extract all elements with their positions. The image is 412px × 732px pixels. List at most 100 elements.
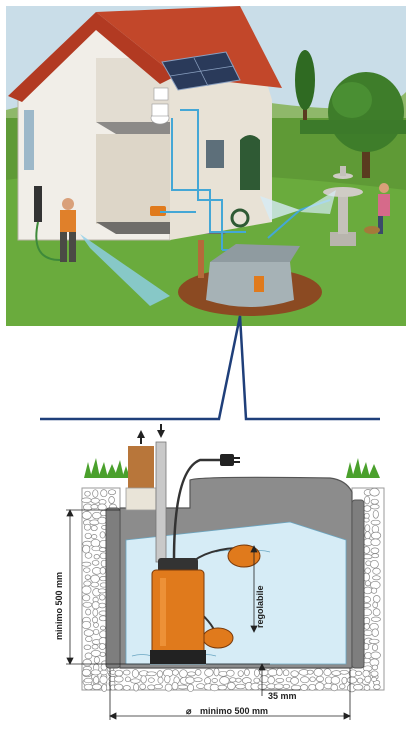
- tank-cross-section: regolabile minimo 500 mm 35 mm ⌀ minim: [54, 424, 385, 720]
- gravel-pebble: [82, 544, 91, 554]
- gravel-pebble: [371, 628, 379, 637]
- gravel-pebble: [98, 643, 106, 650]
- gravel-pebble: [187, 683, 195, 693]
- gravel-pebble: [84, 490, 91, 497]
- gravel-pebble: [372, 509, 379, 519]
- gravel-pebble: [99, 669, 108, 676]
- gravel-pebble: [81, 511, 92, 520]
- gravel-pebble: [114, 683, 124, 691]
- gravel-pebble: [253, 677, 260, 684]
- gravel-pebble: [93, 554, 100, 560]
- gravel-pebble: [330, 676, 341, 685]
- gravel-pebble: [218, 670, 228, 677]
- gravel-pebble: [107, 489, 117, 496]
- gravel-pebble: [82, 594, 91, 602]
- gravel-pebble: [237, 670, 244, 677]
- gravel-pebble: [99, 531, 106, 539]
- gravel-pebble: [140, 675, 147, 684]
- gardener-figure: [60, 198, 76, 262]
- water-spray: [80, 234, 170, 306]
- gravel-pebble: [92, 511, 102, 520]
- gravel-pebble: [372, 601, 379, 609]
- gravel-pebble: [83, 580, 92, 587]
- arrow-down-icon: [157, 424, 165, 438]
- gravel-pebble: [81, 585, 92, 595]
- gravel-pebble: [331, 670, 342, 676]
- gravel-pebble: [84, 574, 91, 580]
- gravel-pebble: [122, 685, 131, 691]
- gravel-pebble: [99, 567, 106, 575]
- pump-icon: [150, 206, 166, 216]
- gravel-pebble: [83, 567, 91, 573]
- gravel-pebble: [235, 677, 242, 683]
- gravel-pebble: [370, 670, 379, 677]
- gravel-pebble: [290, 677, 299, 685]
- gravel-pebble: [364, 675, 372, 683]
- gravel-pebble: [82, 658, 92, 667]
- gravel-pebble: [85, 608, 92, 616]
- gravel-pebble: [130, 678, 141, 684]
- gravel-pebble: [101, 683, 108, 692]
- grass-left: [84, 458, 130, 478]
- sprinkler-icon: [260, 196, 300, 220]
- gravel-pebble: [372, 575, 381, 581]
- gravel-pebble: [92, 628, 100, 636]
- gravel-pebble: [124, 676, 131, 683]
- gravel-pebble: [153, 683, 163, 690]
- clearance-dimension: [206, 663, 300, 696]
- gravel-pebble: [164, 674, 171, 684]
- gravel-pebble: [81, 668, 91, 677]
- woman-with-dog-figure: [364, 183, 390, 234]
- gravel-pebble: [114, 669, 124, 677]
- gravel-pebble: [273, 683, 284, 690]
- gravel-pebble: [368, 638, 380, 644]
- gravel-pebble: [363, 586, 373, 595]
- solar-panel-icon: [161, 51, 241, 91]
- gravel-pebble: [91, 559, 100, 566]
- gravel-pebble: [204, 677, 212, 685]
- gravel-pebble: [315, 675, 325, 683]
- gravel-pebble: [315, 682, 325, 691]
- gravel-pebble: [91, 683, 102, 690]
- adjustable-label: regolabile: [255, 585, 265, 628]
- gravel-pebble: [226, 682, 236, 690]
- gravel-pebble: [91, 545, 101, 552]
- gravel-pebble: [91, 534, 98, 540]
- gravel-pebble: [204, 668, 214, 677]
- gravel-pebble: [211, 678, 218, 683]
- gravel-pebble: [355, 670, 363, 676]
- gravel-pebble: [193, 677, 203, 683]
- gravel-pebble: [363, 629, 373, 636]
- power-cable: [172, 458, 220, 561]
- gravel-pebble: [108, 496, 115, 504]
- gravel-pebble: [372, 595, 381, 603]
- gravel-pebble: [364, 567, 371, 574]
- gravel-pebble: [217, 684, 228, 691]
- gravel-pebble: [369, 487, 380, 497]
- hose-reel-icon: [230, 208, 250, 228]
- gravel-pebble: [83, 683, 94, 691]
- gravel-pebble: [313, 668, 324, 677]
- gravel-pebble: [308, 683, 317, 691]
- grass-right: [346, 458, 380, 478]
- gravel-pebble: [276, 667, 283, 677]
- gravel-pebble: [171, 681, 179, 691]
- gravel-pebble: [306, 669, 314, 675]
- gravel-pebble: [91, 616, 99, 624]
- gravel-pebble: [92, 608, 99, 617]
- gravel-pebble: [339, 669, 349, 675]
- gravel-pebble: [100, 489, 108, 498]
- gravel-pebble: [370, 519, 381, 526]
- gravel-pebble: [90, 581, 99, 588]
- gravel-pebble: [100, 625, 106, 631]
- gravel-pebble: [91, 644, 99, 650]
- gravel-pebble: [282, 683, 291, 689]
- gravel-pebble: [179, 669, 188, 678]
- gravel-pebble: [275, 677, 285, 683]
- gravel-pebble: [147, 677, 155, 683]
- gravel-pebble: [81, 561, 92, 567]
- gravel-pebble: [90, 504, 99, 510]
- gravel-pebble: [93, 676, 100, 685]
- float-switch-low-icon: [202, 627, 234, 649]
- gravel-pebble: [371, 676, 377, 682]
